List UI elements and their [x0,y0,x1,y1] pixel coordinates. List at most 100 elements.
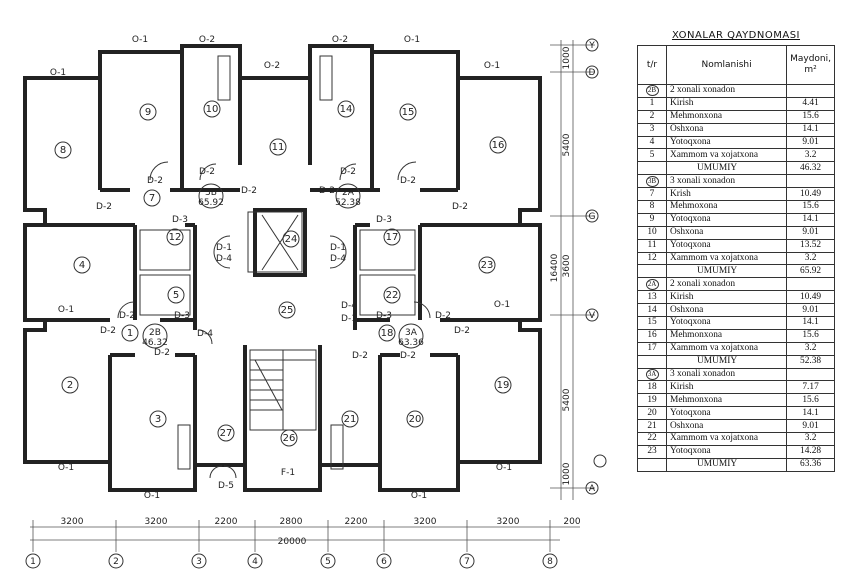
room-number: 2 [67,380,73,391]
row-name: Oshxona [665,303,788,318]
total-empty [637,264,667,279]
group-code: 3B [645,175,659,187]
group-code-cell: 3A [637,367,667,382]
total-empty [637,354,667,369]
door-label: D-3 [172,215,188,225]
room-number-circle [282,230,300,248]
apartment-code: 3A [405,328,418,338]
room-number: 10 [206,104,219,115]
axis-circle [585,481,599,495]
axis-circle [25,553,41,569]
balcony-markers [593,454,607,468]
row-area: 15.6 [786,328,835,343]
dimension-value: 1000 [562,46,572,69]
dimension-value: 3600 [562,254,572,277]
apartment-marker [335,183,361,209]
door-label: D-4 [197,329,213,339]
row-number: 7 [637,187,667,202]
row-area: 3.2 [786,432,835,446]
axis-label: Y [588,41,595,51]
row-name: Yotoqxona [665,406,788,421]
window-label: F-1 [281,468,295,478]
room-number: 17 [386,232,399,243]
room-number: 22 [386,290,399,301]
room-number: 7 [149,193,155,204]
row-number: 12 [637,251,667,266]
door-label: D-2 [119,311,135,321]
axis-label: G [589,212,596,222]
door-label: D-2 [400,176,416,186]
room-number-circle [478,256,496,274]
door-label: D-3 [174,311,190,321]
total-height-label: 16400 [550,253,560,282]
row-number: 11 [637,238,667,253]
group-area-empty [786,174,835,189]
apartment-code: 2B [149,328,161,338]
row-area: 14.1 [786,122,835,137]
col-header-name: Nomlanishi [665,45,788,85]
door-label: D-4 [330,254,346,264]
room-number: 24 [285,234,298,245]
row-number: 4 [637,135,667,150]
total-empty [637,457,667,472]
window-label: O-1 [132,35,148,45]
axis-label: V [589,311,596,321]
room-number: 19 [497,380,510,391]
row-number: 21 [637,419,667,434]
axis-label: 8 [547,557,553,567]
door-label: D-2 [400,351,416,361]
window-label: O-2 [264,61,280,71]
row-area: 15.6 [786,200,835,214]
dimension-value: 3200 [61,517,84,527]
window-label: O-1 [58,305,74,315]
group-code-cell: 2B [637,84,667,98]
room-number: 25 [281,305,294,316]
dimension-value: 2200 [345,517,368,527]
window-label: O-1 [58,463,74,473]
group-header-row: 3B 3 xonali xonadon [637,174,835,189]
row-number: 14 [637,303,667,318]
total-empty [637,161,667,176]
room-number: 14 [340,104,353,115]
total-area: 65.92 [786,264,835,279]
window-label: O-2 [199,35,215,45]
axis-circle [191,553,207,569]
door-label: D-2 [147,176,163,186]
room-number-circle [489,136,507,154]
row-name: Oshxona [665,225,788,240]
total-label: UMUMIY [665,354,788,369]
row-number: 18 [637,380,667,395]
row-number: 22 [637,432,667,446]
axis-label: 1 [30,557,36,567]
room-number-circle [149,410,167,428]
total-label: UMUMIY [665,264,788,279]
room-number-circle [121,324,139,342]
row-name: Oshxona [665,419,788,434]
dimension-value: 5400 [562,133,572,156]
row-area: 3.2 [786,148,835,163]
group-title: 3 xonali xonadon [665,174,788,189]
row-number: 5 [637,148,667,163]
axis-circle [108,553,124,569]
axis-circle [376,553,392,569]
room-number: 15 [402,107,415,118]
row-number: 13 [637,290,667,305]
room-number-circle [383,228,401,246]
